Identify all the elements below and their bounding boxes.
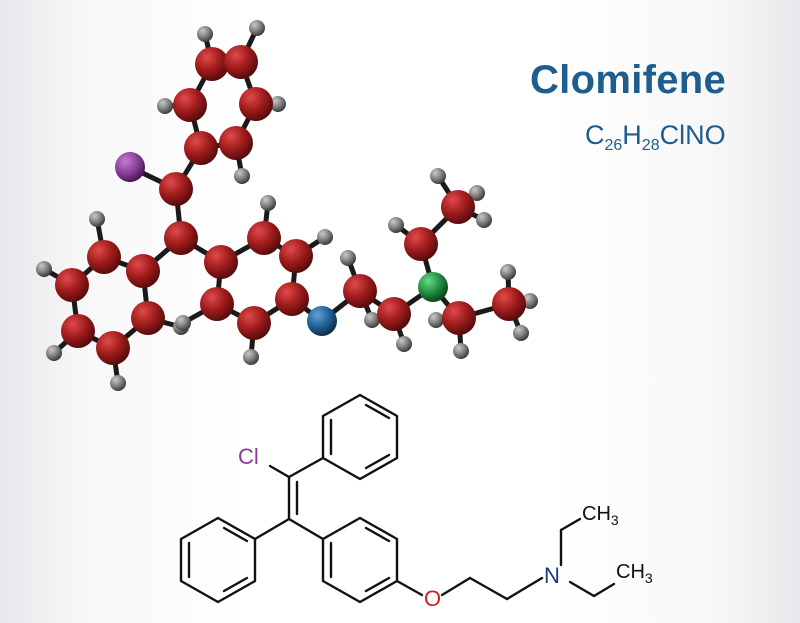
carbon-atom	[219, 126, 253, 160]
carbon-atom	[87, 240, 121, 274]
carbon-atom	[126, 254, 160, 288]
hydrogen-atom	[260, 195, 276, 211]
carbon-atom	[442, 301, 476, 335]
carbon-atom	[224, 45, 258, 79]
carbon-atom	[492, 287, 526, 321]
carbon-atom	[247, 221, 281, 255]
hydrogen-atom	[513, 325, 529, 341]
hydrogen-atom	[270, 96, 286, 112]
hydrogen-atom	[364, 312, 380, 328]
carbon-atom	[173, 88, 207, 122]
left-phenyl-ring	[179, 516, 257, 604]
carbon-atom	[195, 47, 229, 81]
hydrogen-atom	[396, 336, 412, 352]
chlorine-label: Cl	[238, 444, 259, 469]
hydrogen-atom	[46, 345, 62, 361]
hydrogen-atom	[428, 312, 444, 328]
carbon-atom	[377, 297, 411, 331]
hydrogen-atom	[197, 26, 213, 42]
hydrogen-atom	[157, 98, 173, 114]
hydrogen-atom	[430, 168, 446, 184]
carbon-atom	[441, 190, 475, 224]
hydrogen-atom	[340, 250, 356, 266]
methyl-label-bottom: CH3	[616, 561, 653, 586]
carbon-atom	[239, 87, 273, 121]
hydrogen-atom	[89, 211, 105, 227]
carbon-atom	[55, 268, 89, 302]
top-phenyl-ring	[321, 393, 399, 481]
formula-carbon-count: 26	[604, 137, 623, 154]
carbon-atom	[61, 314, 95, 348]
hydrogen-atom	[453, 343, 469, 359]
molecular-formula: C26H28ClNO	[585, 120, 726, 155]
hydrogen-atom	[36, 261, 52, 277]
chlorine-atom	[115, 152, 145, 182]
formula-hydrogen: H	[622, 120, 642, 150]
hydrogen-atom	[249, 20, 265, 36]
carbon-atom	[159, 172, 193, 206]
carbon-atom	[343, 274, 377, 308]
formula-rest: ClNO	[659, 120, 726, 150]
formula-carbon: C	[585, 120, 605, 150]
formula-hydrogen-count: 28	[641, 137, 660, 154]
carbon-atom	[131, 301, 165, 335]
hydrogen-atom	[175, 315, 191, 331]
hydrogen-atom	[500, 264, 516, 280]
carbon-atom	[279, 239, 313, 273]
carbon-atom	[237, 306, 271, 340]
carbon-atom	[164, 221, 198, 255]
hydrogen-atom	[469, 185, 485, 201]
hydrogen-atom	[522, 293, 538, 309]
hydrogen-atom	[388, 217, 404, 233]
oxygen-atom	[307, 306, 337, 336]
nitrogen-atom	[418, 272, 448, 302]
model-atoms	[36, 20, 538, 391]
hydrogen-atom	[476, 212, 492, 228]
nitrogen-label: N	[544, 563, 560, 588]
vinyl-bond-cl	[268, 464, 291, 479]
oxygen-label: O	[424, 586, 441, 611]
carbon-atom	[184, 131, 218, 165]
carbon-atom	[275, 282, 309, 316]
hydrogen-atom	[110, 375, 126, 391]
carbon-atom	[200, 287, 234, 321]
methyl-label-top: CH3	[582, 503, 619, 528]
carbon-atom	[204, 245, 238, 279]
hydrogen-atom	[234, 168, 250, 184]
hydrogen-atom	[317, 229, 333, 245]
carbon-atom	[404, 227, 438, 261]
phenoxy-ring	[321, 516, 399, 604]
hydrogen-atom	[243, 349, 259, 365]
carbon-atom	[96, 331, 130, 365]
molecule-name: Clomifene	[530, 58, 727, 102]
